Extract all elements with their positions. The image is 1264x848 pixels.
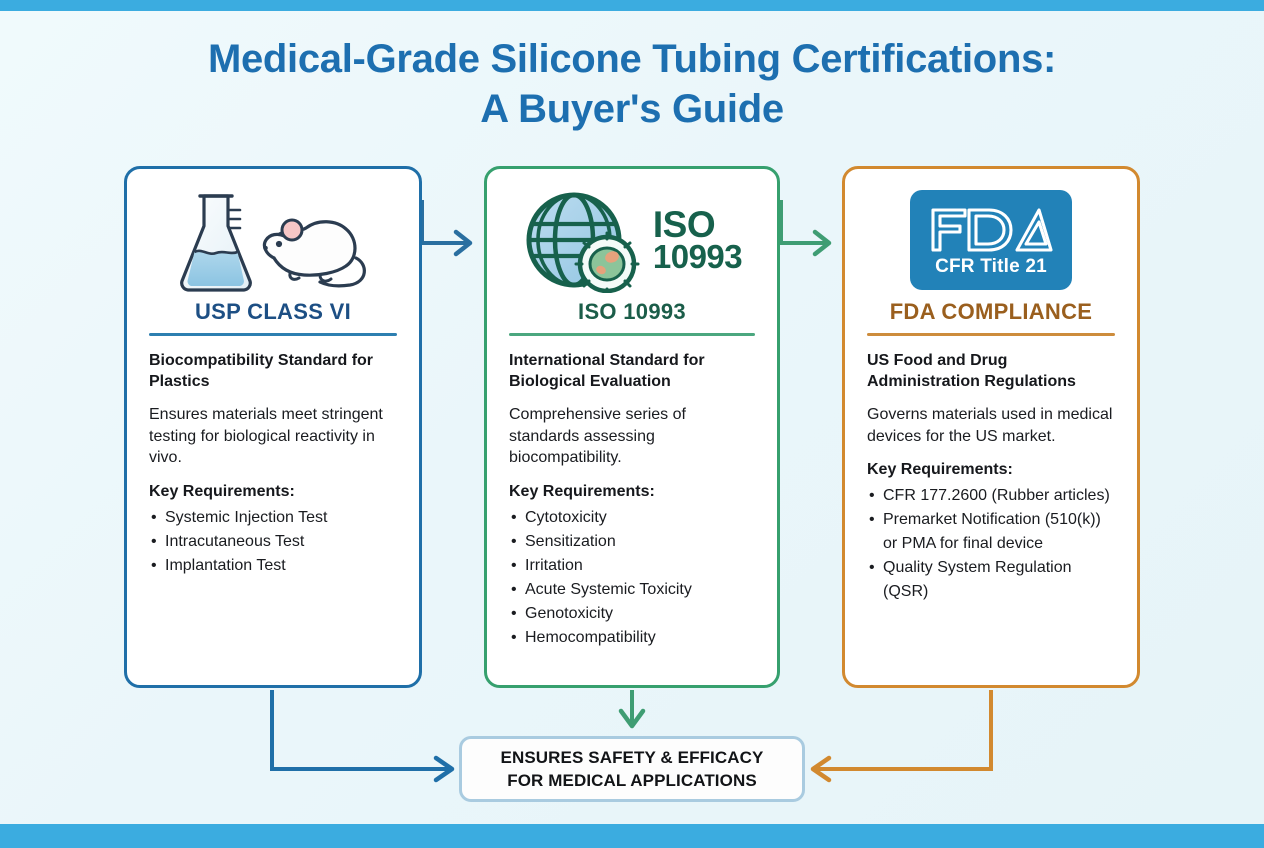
bottom-accent-bar	[0, 824, 1264, 848]
card-description-iso: Comprehensive series of standards assess…	[509, 406, 686, 466]
iso-logo-label: ISO	[652, 203, 716, 245]
page-title-line-1: Medical-Grade Silicone Tubing Certificat…	[207, 37, 1057, 81]
list-item: Sensitization	[509, 530, 755, 554]
list-item: Premarket Notification (510(k)) or PMA f…	[867, 508, 1115, 556]
requirements-list-usp: Systemic Injection Test Intracutaneous T…	[149, 506, 397, 578]
fda-badge: CFR Title 21	[910, 190, 1072, 290]
requirements-list-iso: Cytotoxicity Sensitization Irritation Ac…	[509, 506, 755, 650]
list-item: Implantation Test	[149, 554, 397, 578]
page-title: Medical-Grade Silicone Tubing Certificat…	[0, 34, 1264, 134]
card-subtitle-fda: US Food and Drug Administration Regulati…	[867, 352, 1076, 390]
card-description-usp: Ensures materials meet stringent testing…	[149, 406, 383, 466]
result-line-1: ENSURES SAFETY & EFFICACY	[500, 748, 764, 767]
list-item: Cytotoxicity	[509, 506, 755, 530]
requirements-heading-iso: Key Requirements:	[509, 482, 655, 500]
card-title-usp: USP CLASS VI	[194, 299, 351, 324]
iso-logo-text: ISO 10993	[652, 203, 743, 275]
iso-logo-number: 10993	[652, 237, 743, 275]
globe-and-cell-icon: ISO 10993	[509, 181, 755, 299]
card-subtitle-usp: Biocompatibility Standard for Plastics	[149, 352, 374, 390]
card-description-fda: Governs materials used in medical device…	[867, 406, 1113, 445]
card-fda-compliance[interactable]: CFR Title 21 FDA COMPLIANCE US Food and …	[842, 166, 1140, 688]
list-item: Acute Systemic Toxicity	[509, 578, 755, 602]
card-title-iso: ISO 10993	[578, 299, 686, 324]
list-item: Hemocompatibility	[509, 626, 755, 650]
fda-badge-icon: CFR Title 21	[867, 181, 1115, 299]
list-item: CFR 177.2600 (Rubber articles)	[867, 484, 1115, 508]
card-title-rule-iso	[509, 333, 755, 336]
flask-and-mouse-icon	[149, 181, 397, 299]
fda-letters-icon	[931, 208, 1053, 252]
card-title-rule-fda	[867, 333, 1115, 336]
list-item: Genotoxicity	[509, 602, 755, 626]
requirements-list-fda: CFR 177.2600 (Rubber articles) Premarket…	[867, 484, 1115, 604]
card-iso-10993[interactable]: ISO 10993 ISO 10993 International Standa…	[484, 166, 780, 688]
result-line-2: FOR MEDICAL APPLICATIONS	[507, 771, 757, 790]
card-usp-class-vi[interactable]: USP CLASS VI Biocompatibility Standard f…	[124, 166, 422, 688]
requirements-heading-usp: Key Requirements:	[149, 482, 295, 500]
list-item: Quality System Regulation (QSR)	[867, 556, 1115, 604]
top-accent-bar	[0, 0, 1264, 11]
result-banner: ENSURES SAFETY & EFFICACY FOR MEDICAL AP…	[459, 736, 805, 802]
card-title-rule-usp	[149, 333, 397, 336]
list-item: Intracutaneous Test	[149, 530, 397, 554]
card-title-fda: FDA COMPLIANCE	[889, 299, 1093, 324]
fda-badge-subtext: CFR Title 21	[935, 256, 1047, 277]
requirements-heading-fda: Key Requirements:	[867, 461, 1013, 478]
page-title-line-2: A Buyer's Guide	[480, 87, 784, 131]
card-subtitle-iso: International Standard for Biological Ev…	[509, 352, 705, 390]
list-item: Systemic Injection Test	[149, 506, 397, 530]
list-item: Irritation	[509, 554, 755, 578]
